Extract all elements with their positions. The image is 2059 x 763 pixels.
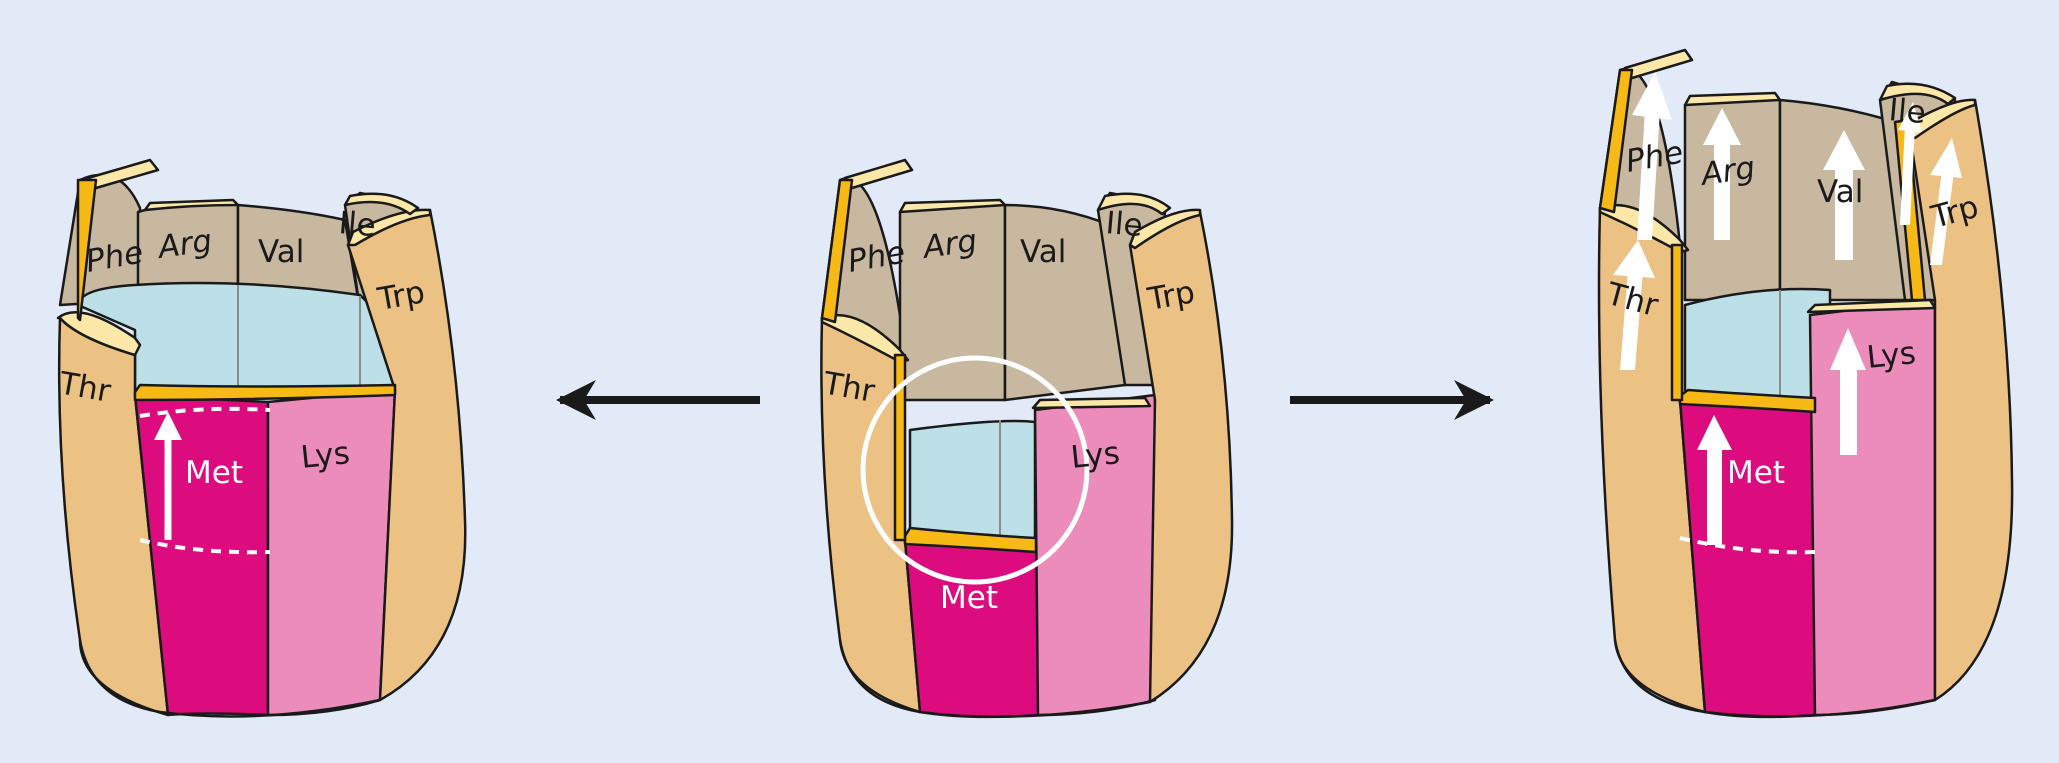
- rim-ile-top: [1096, 192, 1172, 216]
- rim-top: [133, 383, 397, 402]
- edge-thr: [893, 353, 907, 542]
- label-lys: Lys: [1069, 435, 1121, 476]
- edge-thr: [1670, 243, 1684, 402]
- rim-arg-top: [143, 198, 240, 212]
- edge-phe: [76, 178, 98, 322]
- rim-trp: [1128, 208, 1202, 250]
- barrel-base: [1613, 639, 1936, 718]
- label-trp: Trp: [374, 274, 427, 318]
- barrel-base: [78, 639, 381, 718]
- rim-phe-top: [843, 158, 914, 190]
- rim-arg-top: [898, 198, 1007, 214]
- rim-bottom: [903, 526, 1038, 554]
- label-lys: Lys: [1865, 335, 1917, 376]
- label-thr: Thr: [820, 365, 878, 410]
- rim-phe-top: [1623, 48, 1694, 80]
- focus-circle: [860, 355, 1090, 585]
- label-val: Val: [1020, 234, 1066, 270]
- label-lys: Lys: [299, 435, 351, 476]
- rim-trp: [346, 208, 432, 247]
- label-arg: Arg: [154, 223, 214, 266]
- rim-mid: [1678, 388, 1817, 414]
- edge-phe: [820, 178, 854, 324]
- water-surface: [1683, 287, 1832, 402]
- label-ile: Ile: [337, 205, 377, 244]
- label-met: Met: [185, 455, 243, 491]
- label-thr: Thr: [56, 365, 114, 410]
- label-arg: Arg: [1697, 150, 1757, 193]
- rim-ile-top: [343, 192, 420, 216]
- label-ile: Ile: [1887, 92, 1927, 131]
- water-surface: [908, 419, 1037, 542]
- label-met: Met: [940, 580, 998, 616]
- rim-ile-top: [1878, 82, 1957, 106]
- water-surface: [76, 281, 397, 397]
- label-ile: Ile: [1104, 205, 1144, 244]
- rim-trp: [1908, 98, 1977, 140]
- label-val: Val: [1817, 174, 1863, 210]
- rim-lys-top: [1806, 298, 1937, 314]
- up-arrows: [1613, 72, 1962, 545]
- barrel-base: [838, 639, 1151, 718]
- label-met: Met: [1727, 455, 1785, 491]
- up-arrow-head: [154, 412, 182, 440]
- label-arg: Arg: [919, 223, 979, 266]
- stave-met: [903, 538, 1040, 719]
- barrel-left: Phe Arg Val Ile Thr Trp Met Lys: [56, 158, 467, 718]
- dashed-line-lower: [139, 538, 271, 555]
- label-trp: Trp: [1144, 274, 1197, 318]
- rim-lys-top: [1031, 396, 1152, 410]
- barrel-right: Phe Arg Val Ile Thr Trp Met Lys: [1597, 48, 2014, 719]
- label-val: Val: [258, 234, 304, 270]
- barrel-middle: Phe Arg Val Ile Thr Trp Met Lys: [820, 158, 1234, 719]
- edge-phe: [1598, 68, 1634, 214]
- rim-arg-top: [1683, 91, 1782, 107]
- dashed-line-upper: [139, 406, 271, 418]
